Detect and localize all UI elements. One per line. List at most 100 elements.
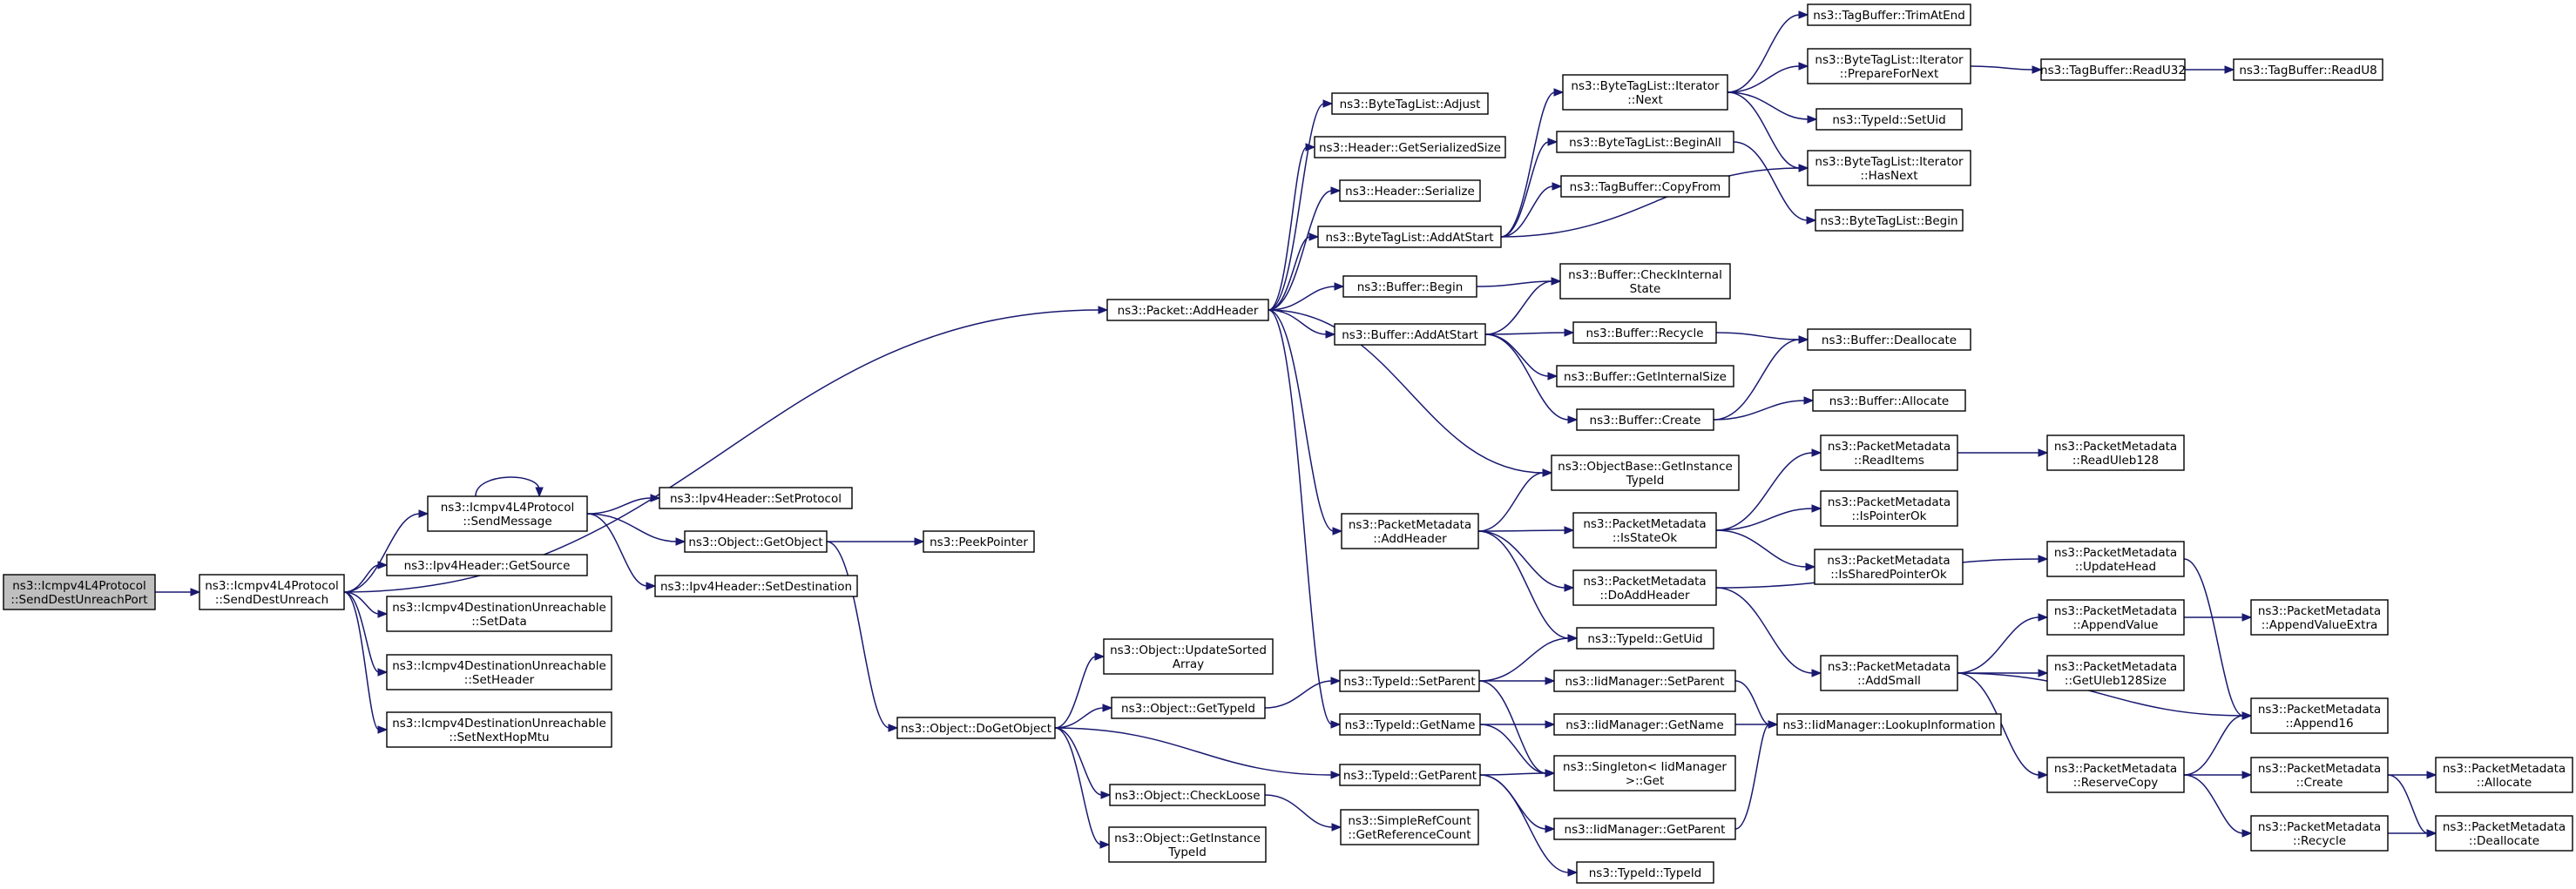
node-box[interactable] [1342,275,1477,298]
node-pmappend16[interactable]: ns3::PacketMetadata::Append16 [2250,697,2389,734]
node-box[interactable] [1576,861,1714,884]
node-box[interactable] [1314,136,1506,158]
node-tidgetname[interactable]: ns3::TypeId::GetName [1339,713,1481,736]
node-box[interactable] [386,654,612,690]
node-box[interactable] [1556,131,1734,153]
node-btliterhasnext[interactable]: ns3::ByteTagList::Iterator::HasNext [1807,150,1971,186]
node-pmappendextra[interactable]: ns3::PacketMetadata::AppendValueExtra [2250,599,2389,636]
node-box[interactable] [1339,670,1480,692]
node-box[interactable] [1576,408,1714,431]
node-sdu[interactable]: ns3::Icmpv4L4Protocol::SendDestUnreach [199,574,345,610]
node-box[interactable] [2233,58,2383,81]
node-tidtypeid[interactable]: ns3::TypeId::TypeId [1576,861,1714,884]
node-box[interactable] [1340,809,1479,845]
node-setheader[interactable]: ns3::Icmpv4DestinationUnreachable::SetHe… [386,654,612,690]
node-box[interactable] [1562,74,1728,111]
node-box[interactable] [1553,713,1736,736]
node-box[interactable] [1317,226,1502,248]
node-pmispointerok[interactable]: ns3::PacketMetadata::IsPointerOk [1820,490,1958,527]
node-addheader[interactable]: ns3::Packet::AddHeader [1106,299,1269,321]
node-box[interactable] [1776,713,2002,736]
node-getsource[interactable]: ns3::Ipv4Header::GetSource [386,554,588,576]
node-btliternext[interactable]: ns3::ByteTagList::Iterator::Next [1562,74,1728,111]
node-box[interactable] [1820,434,1958,471]
node-pmaddsmall[interactable]: ns3::PacketMetadata::AddSmall [1820,655,1958,691]
node-peek[interactable]: ns3::PeekPointer [923,530,1035,553]
node-pmrecycle[interactable]: ns3::PacketMetadata::Recycle [2250,815,2389,852]
node-box[interactable] [2046,541,2185,577]
node-box[interactable] [427,495,588,532]
node-box[interactable] [2435,757,2573,793]
node-pmisstateok[interactable]: ns3::PacketMetadata::IsStateOk [1572,512,1717,549]
node-box[interactable] [2250,697,2389,734]
node-box[interactable] [1815,108,1963,131]
node-box[interactable] [1812,389,1966,412]
node-bufaddatstart[interactable]: ns3::Buffer::AddAtStart [1334,323,1486,346]
node-box[interactable] [1572,512,1717,549]
node-box[interactable] [659,487,853,509]
node-box[interactable] [1807,328,1971,351]
node-box[interactable] [1572,569,1717,606]
node-tbreadu8[interactable]: ns3::TagBuffer::ReadU8 [2233,58,2383,81]
node-bufalloc[interactable]: ns3::Buffer::Allocate [1812,389,1966,412]
node-box[interactable] [1560,175,1730,198]
node-iidgetparent[interactable]: ns3::IidManager::GetParent [1553,818,1736,840]
node-pmreservecopy[interactable]: ns3::PacketMetadata::ReserveCopy [2046,757,2185,793]
node-btliterprep[interactable]: ns3::ByteTagList::Iterator::PrepareForNe… [1807,48,1971,84]
node-getobject[interactable]: ns3::Object::GetObject [684,530,828,553]
node-box[interactable] [1807,48,1971,84]
node-tbcopyfrom[interactable]: ns3::TagBuffer::CopyFrom [1560,175,1730,198]
node-tidsetuid[interactable]: ns3::TypeId::SetUid [1815,108,1963,131]
node-box[interactable] [654,575,858,597]
node-setdest[interactable]: ns3::Ipv4Header::SetDestination [654,575,858,597]
node-box[interactable] [1553,755,1736,791]
node-box[interactable] [2250,757,2389,793]
node-sendmsg[interactable]: ns3::Icmpv4L4Protocol::SendMessage [427,495,588,532]
node-srcgetref[interactable]: ns3::SimpleRefCount::GetReferenceCount [1340,809,1479,845]
node-tbreadu32[interactable]: ns3::TagBuffer::ReadU32 [2040,58,2186,81]
node-pmreaduleb[interactable]: ns3::PacketMetadata::ReadUleb128 [2046,434,2185,471]
node-box[interactable] [1109,784,1266,806]
node-box[interactable] [2250,599,2389,636]
node-dogetobject[interactable]: ns3::Object::DoGetObject [896,717,1056,739]
node-bufbegin[interactable]: ns3::Buffer::Begin [1342,275,1477,298]
node-btladjust[interactable]: ns3::ByteTagList::Adjust [1331,92,1489,115]
node-objgettypeid[interactable]: ns3::Object::GetTypeId [1111,697,1266,719]
node-box[interactable] [386,711,612,748]
node-box[interactable] [1106,299,1269,321]
node-box[interactable] [1341,513,1479,549]
node-root[interactable]: ns3::Icmpv4L4Protocol::SendDestUnreachPo… [3,574,156,610]
node-setprotocol[interactable]: ns3::Ipv4Header::SetProtocol [659,487,853,509]
node-tbtrimatend[interactable]: ns3::TagBuffer::TrimAtEnd [1807,3,1971,26]
node-bufcreate[interactable]: ns3::Buffer::Create [1576,408,1714,431]
node-box[interactable] [2040,58,2186,81]
node-box[interactable] [1334,323,1486,346]
node-pmdoaddheader[interactable]: ns3::PacketMetadata::DoAddHeader [1572,569,1717,606]
node-box[interactable] [1572,321,1717,344]
node-pmaddheader[interactable]: ns3::PacketMetadata::AddHeader [1341,513,1479,549]
node-pmissharedok[interactable]: ns3::PacketMetadata::IsSharedPointerOk [1814,549,1964,585]
node-pmallocate[interactable]: ns3::PacketMetadata::Allocate [2435,757,2573,793]
node-box[interactable] [923,530,1035,553]
node-btlbegin[interactable]: ns3::ByteTagList::Begin [1815,209,1964,232]
node-box[interactable] [1553,818,1736,840]
node-pmcreate[interactable]: ns3::PacketMetadata::Create [2250,757,2389,793]
node-btlbeginall[interactable]: ns3::ByteTagList::BeginAll [1556,131,1734,153]
node-setdata[interactable]: ns3::Icmpv4DestinationUnreachable::SetDa… [386,596,612,632]
node-pmupdatehead[interactable]: ns3::PacketMetadata::UpdateHead [2046,541,2185,577]
node-box[interactable] [1111,697,1266,719]
node-box[interactable] [1807,150,1971,186]
node-box[interactable] [1108,826,1267,863]
node-box[interactable] [1551,455,1740,491]
node-box[interactable] [199,574,345,610]
node-box[interactable] [1815,209,1964,232]
node-tidgetparent[interactable]: ns3::TypeId::GetParent [1339,764,1481,786]
node-box[interactable] [1556,365,1734,387]
node-box[interactable] [1820,490,1958,527]
node-box[interactable] [3,574,156,610]
node-tidsetparent[interactable]: ns3::TypeId::SetParent [1339,670,1480,692]
node-iidsetparent[interactable]: ns3::IidManager::SetParent [1553,670,1736,692]
